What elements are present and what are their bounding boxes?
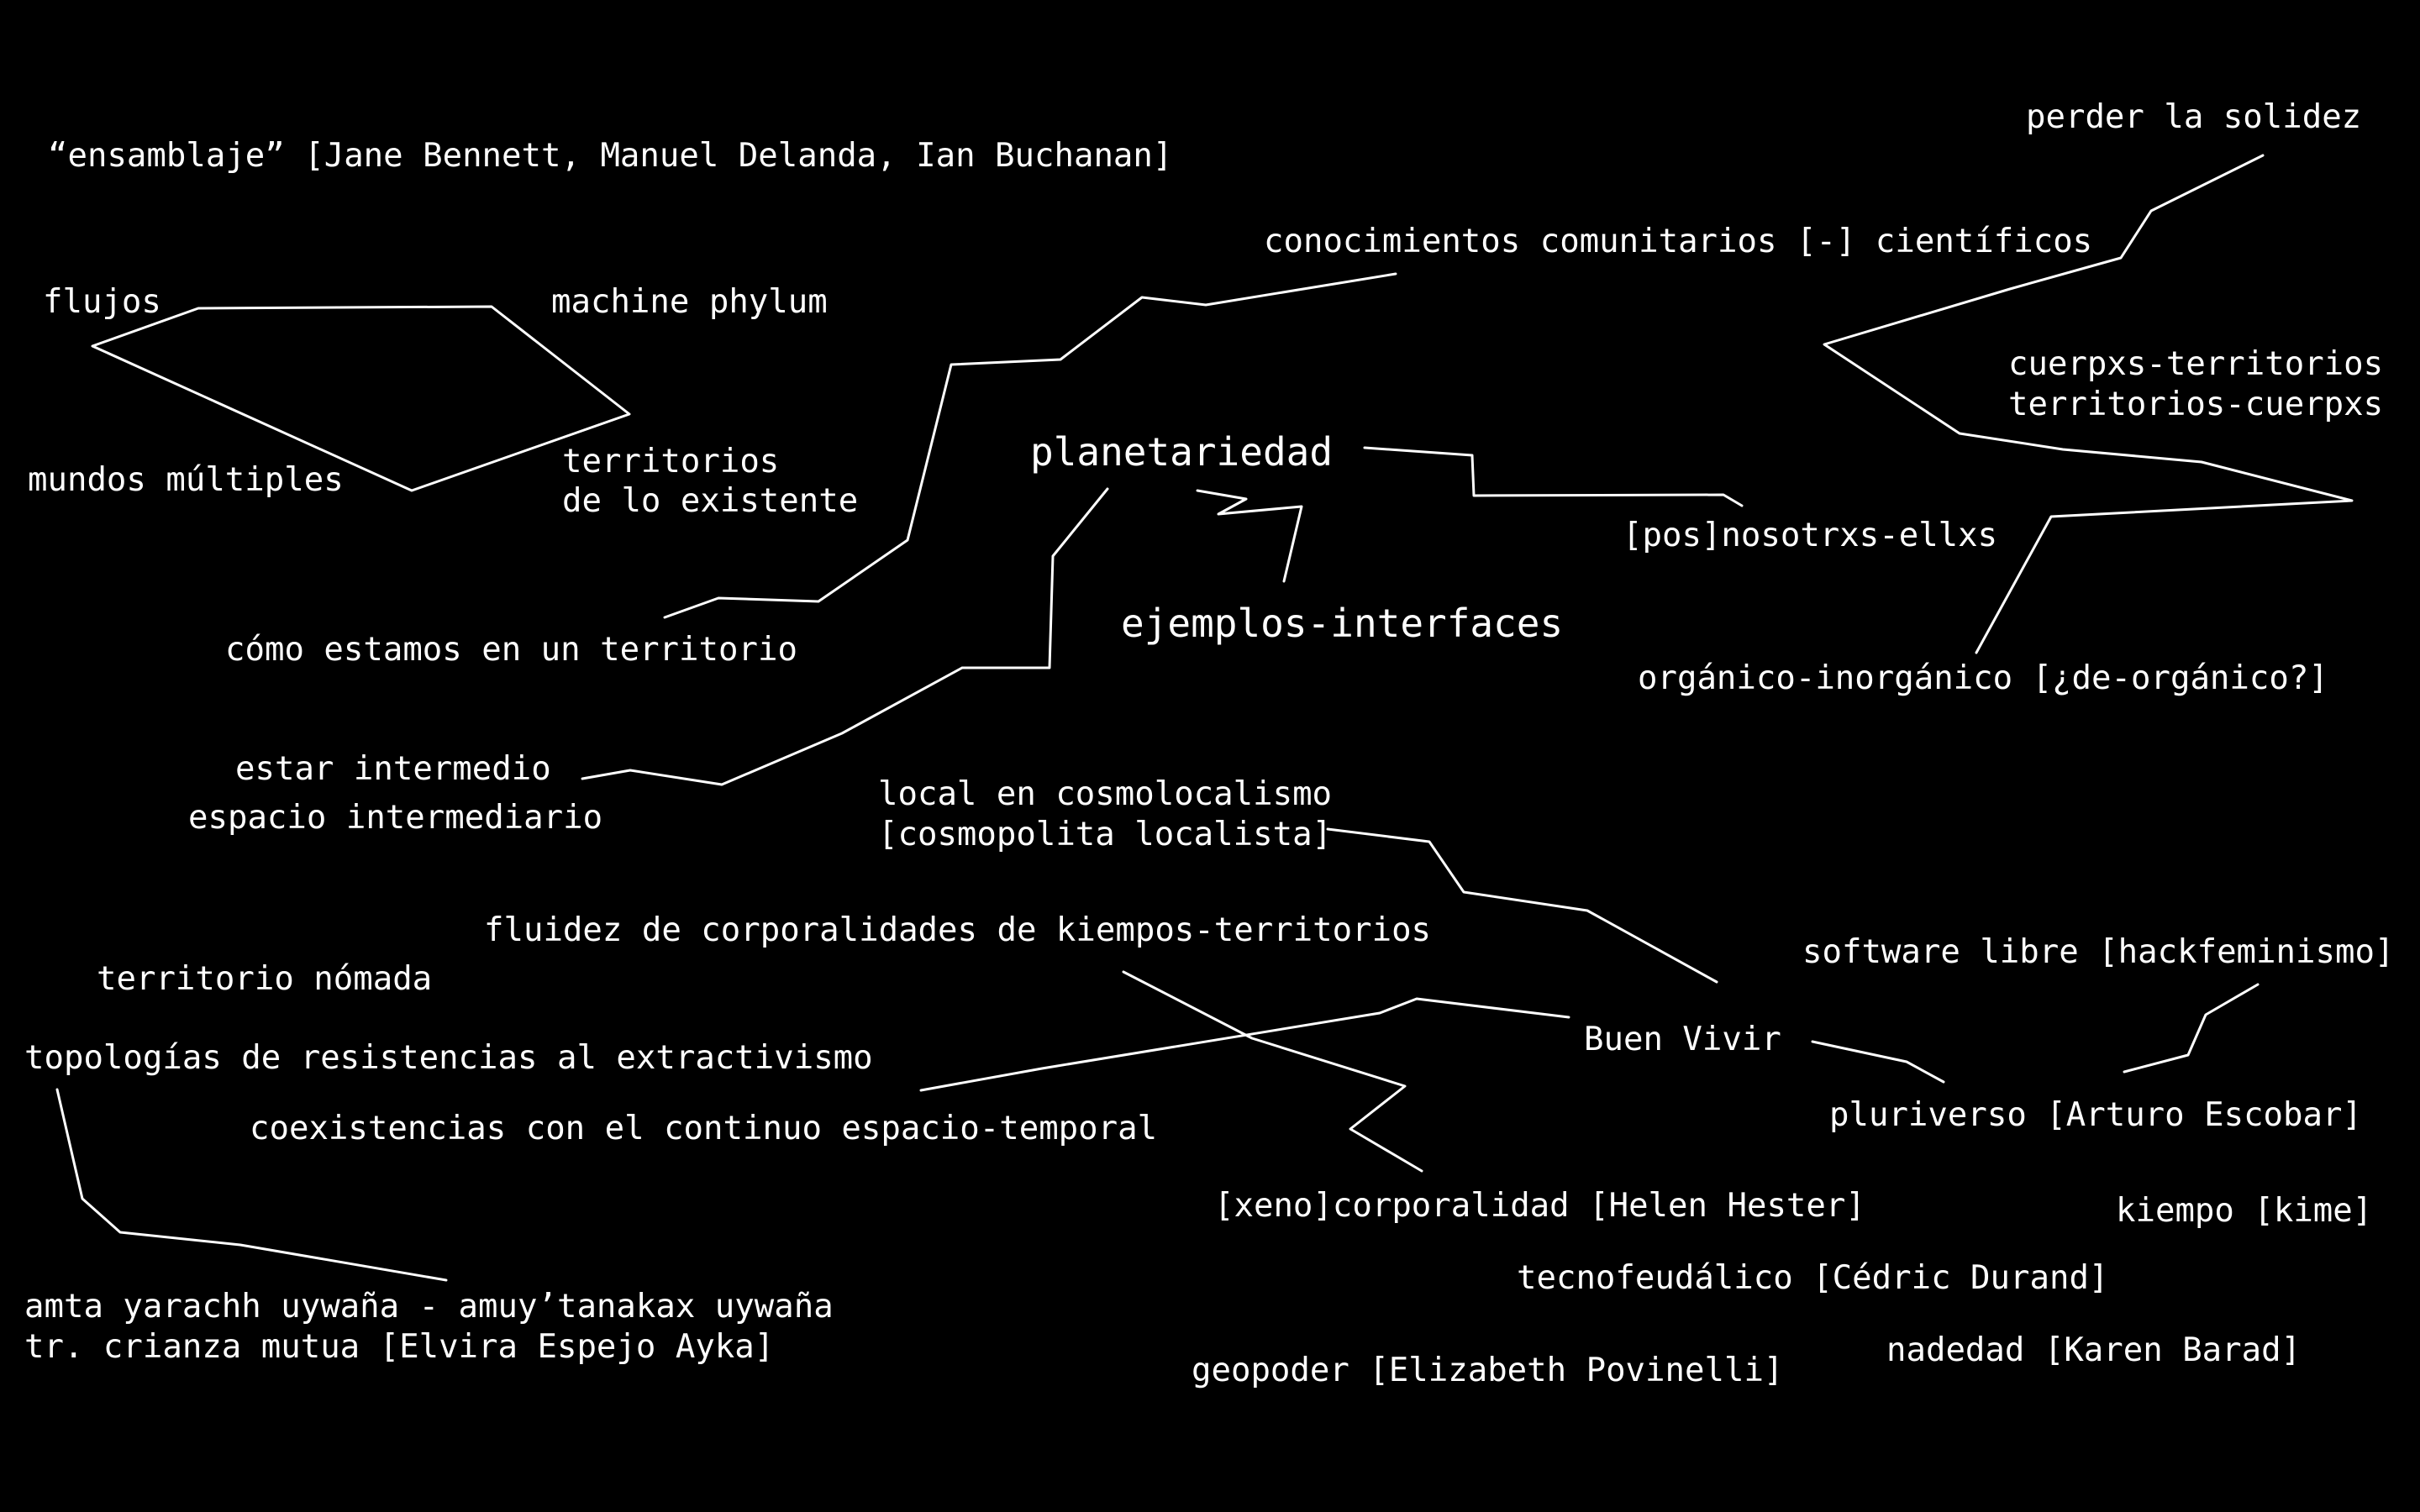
label-planetariedad: planetariedad: [1030, 429, 1334, 475]
label-topologias: topologías de resistencias al extractivi…: [24, 1039, 873, 1077]
line-topologias-to-amta: [55, 1088, 448, 1282]
line-local-to-pluriverso: [1326, 827, 1718, 984]
line-coexistencias-to-buen-vivir: [919, 997, 1570, 1092]
label-territorios-cuerpxs: territorios-cuerpxs: [2008, 386, 2384, 423]
label-ensamblaje: “ensamblaje” [Jane Bennett, Manuel Delan…: [48, 137, 1173, 175]
label-amta-yarachh: amta yarachh uywaña - amuy’tanakax uywañ…: [24, 1288, 834, 1326]
label-ejemplos-interfaces: ejemplos-interfaces: [1121, 601, 1564, 646]
label-fluidez: fluidez de corporalidades de kiempos-ter…: [484, 911, 1432, 949]
label-mundos-multiples: mundos múltiples: [28, 461, 344, 499]
line-estar-intermedio-to-planetariedad: [581, 487, 1109, 786]
label-local-en-cosmolocalismo: local en cosmolocalismo: [878, 775, 1333, 813]
line-como-estamos-to-conocimientos: [663, 272, 1397, 619]
label-cosmopolita-localista: [cosmopolita localista]: [878, 816, 1333, 853]
label-perder-la-solidez: perder la solidez: [2026, 98, 2362, 136]
label-tecnofeudalico: tecnofeudálico [Cédric Durand]: [1517, 1259, 2109, 1297]
label-conocimientos-comunitarios: conocimientos comunitarios [-] científic…: [1264, 223, 2093, 260]
label-flujos: flujos: [43, 283, 161, 321]
label-geopoder: geopoder [Elizabeth Povinelli]: [1192, 1352, 1784, 1389]
label-territorios: territorios: [562, 443, 780, 480]
label-estar-intermedio: estar intermedio: [235, 750, 551, 788]
label-machine-phylum: machine phylum: [551, 283, 828, 321]
label-pluriverso: pluriverso [Arturo Escobar]: [1829, 1096, 2362, 1134]
label-buen-vivir: Buen Vivir: [1584, 1021, 1781, 1058]
line-ejemplos-to-planetariedad: [1196, 489, 1303, 583]
label-territorio-nomada: territorio nómada: [97, 960, 433, 998]
line-pluriverso-to-software-libre: [2123, 983, 2260, 1074]
label-nadedad: nadedad [Karen Barad]: [1886, 1331, 2302, 1369]
label-cuerpxs-territorios: cuerpxs-territorios: [2008, 345, 2384, 383]
assemblage-polygon: [91, 305, 631, 492]
label-espacio-intermediario: espacio intermediario: [188, 799, 603, 837]
label-de-lo-existente: de lo existente: [562, 482, 859, 520]
label-como-estamos: cómo estamos en un territorio: [225, 631, 797, 669]
label-software-libre: software libre [hackfeminismo]: [1802, 933, 2395, 971]
line-planetariedad-to-pos-nosotrxs: [1363, 446, 1744, 507]
label-pos-nosotrxs-ellxs: [pos]nosotrxs-ellxs: [1623, 517, 1998, 554]
line-perder-solidez-to-organico: [1823, 154, 2354, 654]
label-coexistencias: coexistencias con el continuo espacio-te…: [250, 1110, 1158, 1147]
label-kiempo: kiempo [kime]: [2116, 1192, 2373, 1230]
label-crianza-mutua: tr. crianza mutua [Elvira Espejo Ayka]: [24, 1328, 775, 1366]
label-organico-inorganico: orgánico-inorgánico [¿de-orgánico?]: [1638, 659, 2328, 697]
line-buen-vivir-to-pluriverso: [1811, 1040, 1945, 1084]
label-xenocorporalidad: [xeno]corporalidad [Helen Hester]: [1214, 1187, 1865, 1225]
line-fluidez-to-xenocorporalidad: [1122, 970, 1423, 1173]
